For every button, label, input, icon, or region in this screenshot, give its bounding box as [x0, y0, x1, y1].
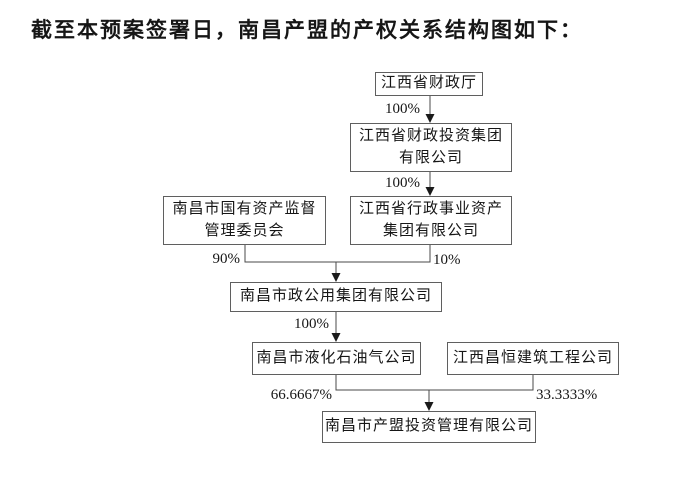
node-label: 江西省财政投资集团 — [358, 127, 503, 144]
node-label: 江西省行政事业资产 — [358, 200, 503, 217]
edge-group-to-admin-assets — [425, 172, 435, 196]
edge-utilities-to-lpg — [331, 312, 341, 342]
node-nanchang-chanmeng-investment: 南昌市产盟投资管理有限公司 — [322, 411, 536, 443]
node-label: 江西昌恒建筑工程公司 — [452, 349, 613, 366]
edge-to-municipal-utilities — [244, 245, 431, 282]
node-label: 集团有限公司 — [382, 222, 479, 239]
node-label: 有限公司 — [398, 149, 463, 166]
edge-to-chanmeng — [335, 375, 534, 411]
node-label: 南昌市政公用集团有限公司 — [239, 288, 432, 305]
edge-label-lpg-to-chanmeng: 66.6667% — [270, 387, 332, 403]
edge-label-admin-assets-to-utilities: 10% — [433, 252, 461, 268]
edge-dept-to-group — [425, 95, 435, 123]
node-nanchang-municipal-utilities: 南昌市政公用集团有限公司 — [230, 282, 442, 312]
edge-label-utilities-to-lpg: 100% — [294, 316, 329, 332]
node-jiangxi-changheng-construction: 江西昌恒建筑工程公司 — [447, 342, 619, 375]
node-label: 南昌市液化石油气公司 — [256, 349, 417, 366]
node-jiangxi-finance-dept: 江西省财政厅 — [375, 72, 483, 96]
node-jiangxi-admin-assets-group: 江西省行政事业资产 集团有限公司 — [350, 196, 512, 245]
page-title: 截至本预案签署日，南昌产盟的产权关系结构图如下： — [31, 18, 583, 42]
node-nanchang-sasac: 南昌市国有资产监督 管理委员会 — [163, 196, 326, 245]
edge-label-group-to-admin-assets: 100% — [385, 175, 420, 191]
node-label: 管理委员会 — [204, 222, 285, 239]
node-label: 南昌市国有资产监督 — [172, 200, 317, 217]
node-jiangxi-finance-investment-group: 江西省财政投资集团 有限公司 — [350, 123, 512, 172]
node-label: 江西省财政厅 — [380, 75, 477, 92]
node-label: 南昌市产盟投资管理有限公司 — [324, 418, 533, 435]
edge-label-dept-to-group: 100% — [385, 101, 420, 117]
edge-label-sasac-to-utilities: 90% — [212, 251, 241, 267]
node-nanchang-lpg-company: 南昌市液化石油气公司 — [252, 342, 421, 375]
edge-label-changheng-to-chanmeng: 33.3333% — [536, 387, 598, 403]
